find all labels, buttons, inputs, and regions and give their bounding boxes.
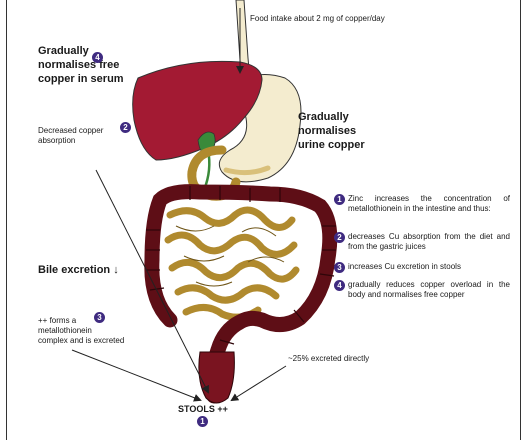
food-intake-label: Food intake about 2 mg of copper/day bbox=[250, 14, 385, 24]
serum-label: Gradually normalises free copper in seru… bbox=[38, 44, 124, 86]
urine-label: Gradually normalises urine copper bbox=[298, 110, 365, 152]
complex-arrow bbox=[72, 350, 200, 400]
decreased-label: Decreased copper absorption bbox=[38, 126, 103, 146]
legend-badge-4: 4 bbox=[334, 280, 345, 291]
legend-text-4: gradually reduces copper overload in the… bbox=[334, 280, 510, 300]
legend-badge-3: 3 bbox=[334, 262, 345, 273]
legend-item-3: 3 increases Cu excretion in stools bbox=[334, 262, 510, 272]
legend-badge-2: 2 bbox=[334, 232, 345, 243]
legend-text-1: Zinc increases the concentration of meta… bbox=[334, 194, 510, 214]
legend-text-2: decreases Cu absorption from the diet an… bbox=[334, 232, 510, 252]
complex-label: ++ forms a metallothionein complex and i… bbox=[38, 316, 124, 346]
legend-item-2: 2 decreases Cu absorption from the diet … bbox=[334, 232, 510, 252]
legend-badge-1: 1 bbox=[334, 194, 345, 205]
bile-label: Bile excretion ↓ bbox=[38, 263, 119, 277]
stools-label: STOOLS ++ bbox=[178, 404, 228, 414]
direct-arrow bbox=[232, 366, 286, 400]
legend-item-1: 1 Zinc increases the concentration of me… bbox=[334, 194, 510, 214]
legend-item-4: 4 gradually reduces copper overload in t… bbox=[334, 280, 510, 300]
legend-text-3: increases Cu excretion in stools bbox=[334, 262, 510, 272]
direct-label: ~25% excreted directly bbox=[288, 354, 369, 364]
decreased-badge: 2 bbox=[120, 122, 131, 133]
stools-badge: 1 bbox=[197, 416, 208, 427]
serum-badge: 4 bbox=[92, 52, 103, 63]
small-intestine bbox=[168, 210, 296, 317]
rectum bbox=[199, 352, 235, 403]
